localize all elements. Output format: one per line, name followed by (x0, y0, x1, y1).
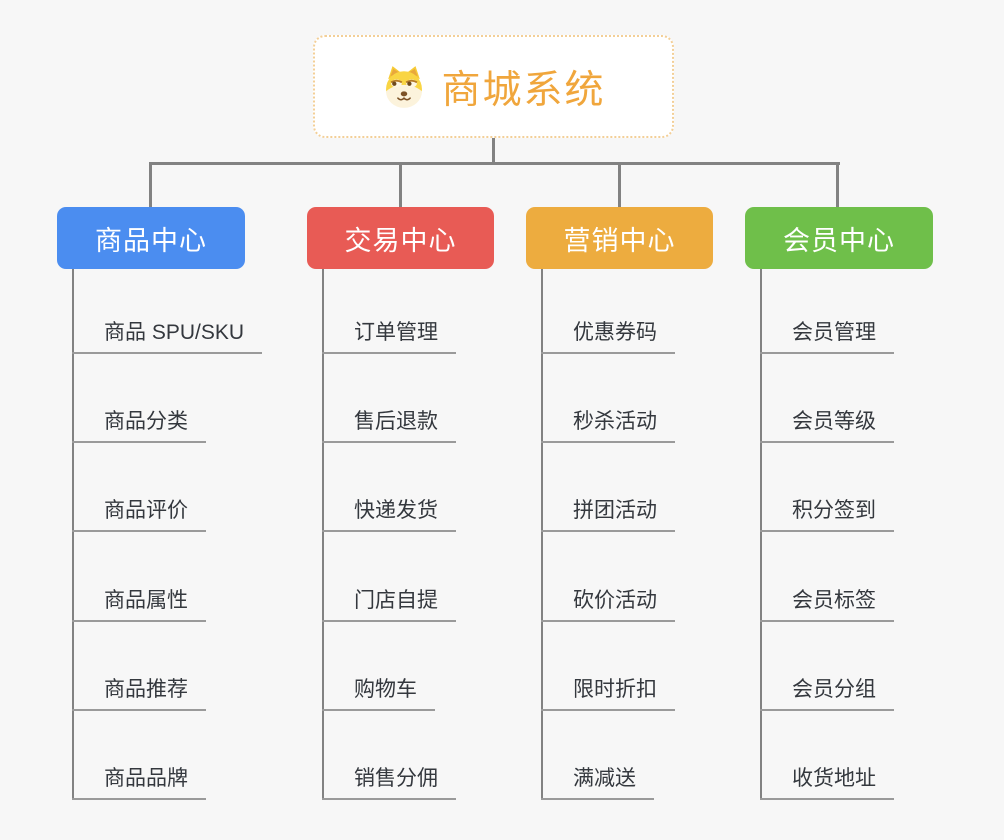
leaf-node[interactable]: 售后退款 (322, 403, 456, 443)
branch-node-member-center[interactable]: 会员中心 (745, 207, 933, 269)
leaf-node[interactable]: 商品 SPU/SKU (72, 314, 263, 354)
leaf-node[interactable]: 会员等级 (760, 403, 894, 443)
leaf-node[interactable]: 会员管理 (760, 314, 894, 354)
connector-drop-member (836, 162, 839, 208)
root-label: 商城系统 (441, 68, 606, 112)
spine-marketing (541, 268, 543, 800)
leaf-node[interactable]: 会员标签 (760, 582, 894, 622)
leaf-node[interactable]: 满减送 (541, 760, 654, 800)
leaf-node[interactable]: 商品属性 (72, 582, 206, 622)
leaf-node[interactable]: 积分签到 (760, 492, 894, 532)
leaf-node[interactable]: 快递发货 (322, 492, 456, 532)
spine-member (760, 268, 762, 800)
root-node[interactable]: 商城系统 (313, 35, 674, 138)
spine-trade (322, 268, 324, 800)
leaf-node[interactable]: 商品品牌 (72, 760, 206, 800)
connector-drop-product (149, 162, 152, 208)
leaf-node[interactable]: 商品评价 (72, 492, 206, 532)
leaf-node[interactable]: 商品分类 (72, 403, 206, 443)
leaf-node[interactable]: 门店自提 (322, 582, 456, 622)
leaf-node[interactable]: 限时折扣 (541, 671, 675, 711)
branch-node-trade-center[interactable]: 交易中心 (307, 207, 494, 269)
leaf-node[interactable]: 秒杀活动 (541, 403, 675, 443)
leaf-node[interactable]: 销售分佣 (322, 760, 456, 800)
branch-node-product-center[interactable]: 商品中心 (57, 207, 245, 269)
spine-product (72, 268, 74, 800)
connector-horizontal-bar (149, 162, 840, 165)
leaf-node[interactable]: 砍价活动 (541, 582, 675, 622)
leaf-node[interactable]: 购物车 (322, 671, 435, 711)
connector-drop-marketing (618, 162, 621, 208)
connector-root-stem (492, 138, 495, 164)
leaf-node[interactable]: 订单管理 (322, 314, 456, 354)
leaf-node[interactable]: 拼团活动 (541, 492, 675, 532)
dog-face-icon (386, 65, 423, 108)
connector-drop-trade (399, 162, 402, 208)
leaf-node[interactable]: 优惠券码 (541, 314, 675, 354)
leaf-node[interactable]: 会员分组 (760, 671, 894, 711)
leaf-node[interactable]: 商品推荐 (72, 671, 206, 711)
branch-node-marketing-center[interactable]: 营销中心 (526, 207, 713, 269)
leaf-node[interactable]: 收货地址 (760, 760, 894, 800)
